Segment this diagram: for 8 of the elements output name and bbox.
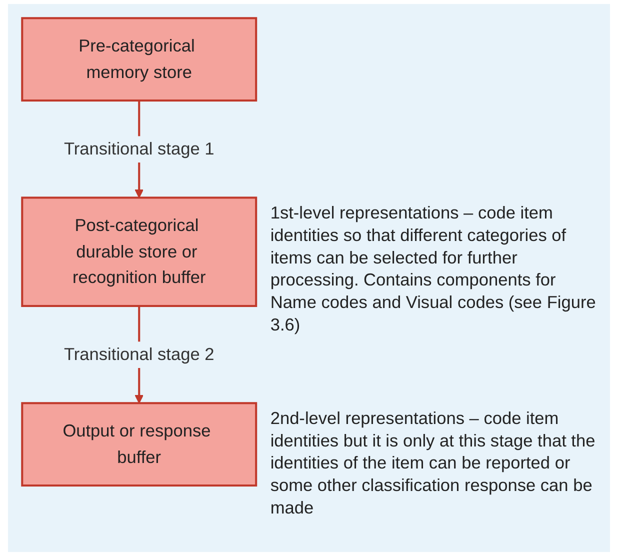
note-text: 1st-level representations – code item identities so that different categories of items can be selected for further processing. Contains components for Name codes and Visual codes (see Figure 3.6) — [270, 202, 597, 336]
process-box: Output or response buffer — [21, 402, 258, 487]
edge-label: Transitional stage 1 — [64, 139, 214, 159]
process-box: Pre-categorical memory store — [21, 17, 258, 102]
flowchart: Pre-categorical memory store Transitional stage 1 Post-categorical durable store or recognition buffer 1st-level representations – code item identities so that different categories of items can be selected for further processing. Contains components for Name codes and Visual codes (see Figure 3.6) Transitional stage 2 Output or response buffer 2nd-level representations – code item identities but it is only at this stage that the identities of the item can be reported or some other classification response can be made — [14, 10, 606, 526]
note-text: 2nd-level representations – code item identities but it is only at this stage that the identities of the item can be reported or some other classification response can be made — [270, 407, 596, 520]
edge-label: Transitional stage 2 — [64, 344, 214, 364]
process-box: Post-categorical durable store or recognition buffer — [21, 196, 258, 307]
